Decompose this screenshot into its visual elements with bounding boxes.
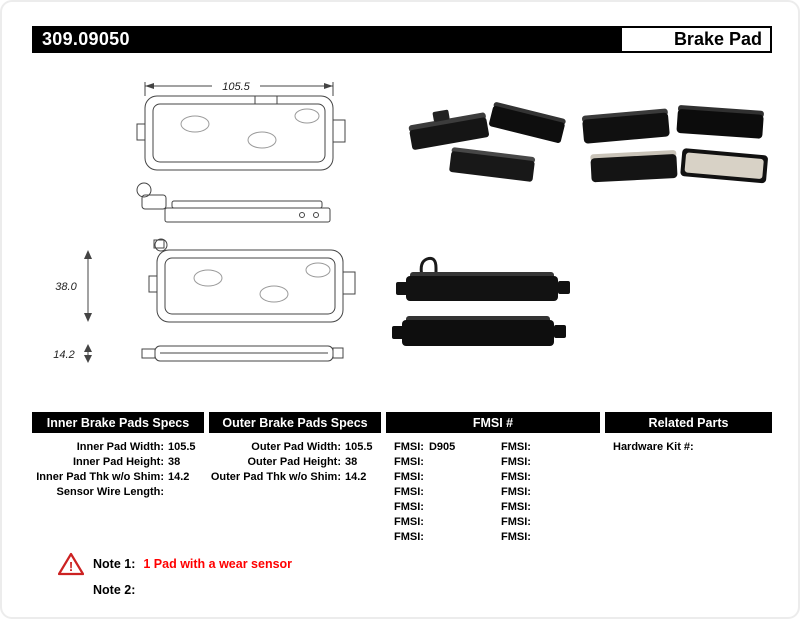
fmsi-row: FMSI: FMSI: (386, 470, 600, 485)
fmsi-label: FMSI: (394, 531, 424, 543)
fmsi-value (424, 500, 429, 515)
fmsi-label: FMSI: (501, 486, 531, 498)
spec-value: 38 (345, 456, 358, 468)
related-parts-header: Related Parts (605, 412, 772, 433)
fmsi-label: FMSI: (501, 471, 531, 483)
product-photo-pads-with-sensor (392, 256, 570, 346)
inner-specs-column: Inner Brake Pads Specs Inner Pad Width: … (32, 412, 204, 545)
fmsi-label: FMSI: (501, 516, 531, 528)
spec-label: Sensor Wire Length: (56, 486, 164, 498)
spec-label: Outer Pad Height: (247, 456, 341, 468)
spec-label: Outer Pad Width: (251, 441, 341, 453)
title-bar: 309.09050 Brake Pad (32, 26, 772, 53)
fmsi-value: D905 (428, 441, 456, 453)
fmsi-row: FMSI: FMSI: (386, 500, 600, 515)
spec-label: Inner Pad Width: (76, 441, 164, 453)
fmsi-value (531, 500, 536, 515)
fmsi-value (424, 455, 429, 470)
note-2-label: Note 2: (93, 583, 136, 597)
spec-row: Inner Pad Width: 105.5 (32, 440, 204, 455)
fmsi-value (424, 485, 429, 500)
notes-section: ! Note 1: 1 Pad with a wear sensor Note … (58, 552, 292, 597)
part-number: 309.09050 (42, 29, 130, 49)
fmsi-value (531, 440, 536, 455)
spec-row: Inner Pad Thk w/o Shim: 14.2 (32, 470, 204, 485)
note-1-row: ! Note 1: 1 Pad with a wear sensor (58, 552, 292, 576)
inner-specs-header: Inner Brake Pads Specs (32, 412, 204, 433)
fmsi-label: FMSI: (394, 441, 424, 453)
fmsi-column: FMSI # FMSI: D905 FMSI: FMSI: FMSI: FMSI:… (386, 412, 600, 545)
spec-value: 105.5 (168, 441, 196, 453)
spec-label: Inner Pad Thk w/o Shim: (36, 471, 164, 483)
spec-label: Inner Pad Height: (72, 456, 164, 468)
warning-icon: ! (58, 552, 84, 576)
fmsi-value (424, 515, 429, 530)
fmsi-label: FMSI: (501, 501, 531, 513)
fmsi-row: FMSI: FMSI: (386, 515, 600, 530)
dimension-height-label: 38.0 (55, 281, 77, 293)
note-1-label: Note 1: (93, 557, 136, 571)
svg-text:!: ! (69, 559, 73, 574)
fmsi-value (531, 530, 536, 545)
spec-value: 14.2 (168, 471, 190, 483)
spec-row: Outer Pad Thk w/o Shim: 14.2 (209, 470, 381, 485)
spec-row: Outer Pad Width: 105.5 (209, 440, 381, 455)
related-part-row: Hardware Kit #: (605, 440, 772, 455)
fmsi-label: FMSI: (501, 531, 531, 543)
fmsi-label: FMSI: (394, 486, 424, 498)
fmsi-row: FMSI: D905 FMSI: (386, 440, 600, 455)
note-2-row: Note 2: (58, 583, 292, 597)
fmsi-label: FMSI: (501, 441, 531, 453)
related-part-value (694, 440, 699, 455)
fmsi-label: FMSI: (394, 501, 424, 513)
related-part-label: Hardware Kit #: (613, 441, 694, 453)
spec-value (164, 485, 204, 500)
spec-value: 38 (168, 456, 181, 468)
related-parts-column: Related Parts Hardware Kit #: (605, 412, 772, 545)
fmsi-value (424, 470, 429, 485)
fmsi-label: FMSI: (394, 456, 424, 468)
spec-row: Inner Pad Height: 38 (32, 455, 204, 470)
spec-row: Sensor Wire Length: (32, 485, 204, 500)
note-1-text: 1 Pad with a wear sensor (143, 557, 293, 571)
outer-specs-column: Outer Brake Pads Specs Outer Pad Width: … (209, 412, 381, 545)
product-photo-pads-angled (408, 102, 566, 182)
fmsi-row: FMSI: FMSI: (386, 455, 600, 470)
spec-value: 14.2 (345, 471, 367, 483)
fmsi-value (531, 515, 536, 530)
fmsi-value (531, 485, 536, 500)
product-photo-pad-set (582, 105, 768, 184)
spec-value: 105.5 (345, 441, 373, 453)
fmsi-label: FMSI: (394, 516, 424, 528)
spec-label: Outer Pad Thk w/o Shim: (210, 471, 341, 483)
specs-table: Inner Brake Pads Specs Inner Pad Width: … (32, 412, 772, 545)
fmsi-label: FMSI: (394, 471, 424, 483)
fmsi-row: FMSI: FMSI: (386, 485, 600, 500)
product-type-label: Brake Pad (620, 26, 772, 53)
fmsi-header: FMSI # (386, 412, 600, 433)
fmsi-value (424, 530, 429, 545)
outer-specs-header: Outer Brake Pads Specs (209, 412, 381, 433)
dimension-width-label: 105.5 (222, 81, 250, 93)
fmsi-value (531, 455, 536, 470)
technical-drawing: 105.5 38.0 14.2 (53, 78, 356, 363)
fmsi-row: FMSI: FMSI: (386, 530, 600, 545)
fmsi-value (531, 470, 536, 485)
fmsi-label: FMSI: (501, 456, 531, 468)
dimension-thickness-label: 14.2 (53, 349, 74, 361)
spec-row: Outer Pad Height: 38 (209, 455, 381, 470)
